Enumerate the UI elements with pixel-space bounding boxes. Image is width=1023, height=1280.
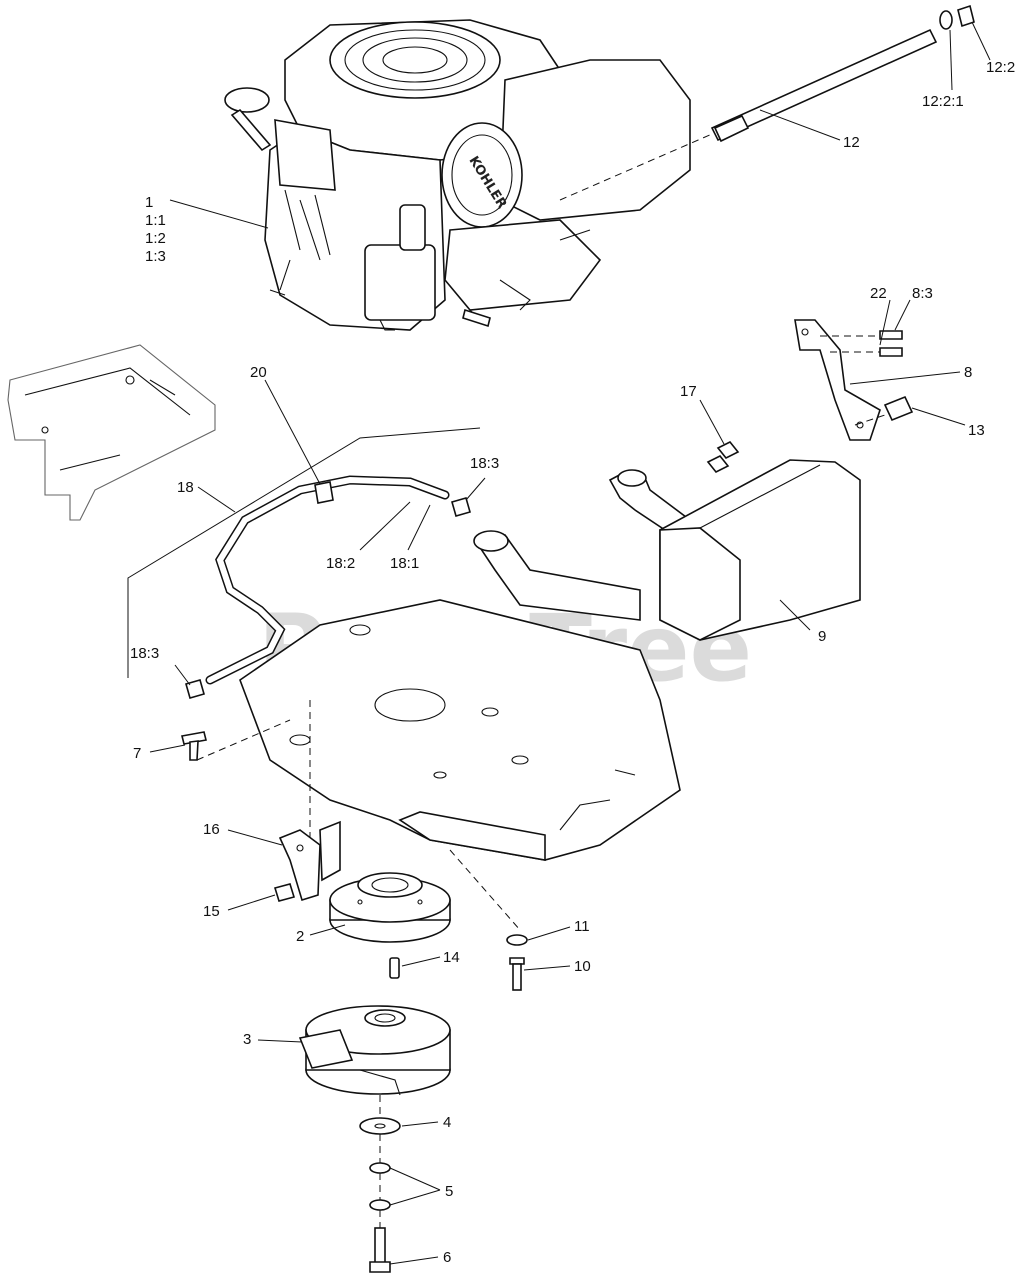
leader-lines	[149, 21, 991, 1265]
engine-deck-plate	[239, 599, 681, 861]
callout-1-line-2: 1:1	[145, 212, 166, 229]
callout-16: 16	[203, 821, 220, 838]
callout-17: 17	[680, 383, 697, 400]
bracket-16[interactable]	[278, 820, 341, 902]
bolt-6[interactable]	[369, 1227, 391, 1273]
callout-labels: 1 1:1 1:2 1:3 2 3 4 5 6 7 8 8:3 9 10 11 …	[130, 59, 1015, 1266]
callout-2: 2	[296, 928, 304, 945]
callout-1-line-3: 1:2	[145, 230, 166, 247]
callout-18-3-top: 18:3	[470, 455, 499, 472]
pulley-2[interactable]	[329, 872, 451, 943]
nut-15[interactable]	[273, 883, 296, 902]
clutch-3[interactable]	[298, 1005, 451, 1096]
callout-18: 18	[177, 479, 194, 496]
callout-8-3: 8:3	[912, 285, 933, 302]
callout-9: 9	[818, 628, 826, 645]
engine[interactable]: KOHLER	[224, 19, 691, 331]
bolt-8-3[interactable]	[879, 330, 903, 340]
callout-7: 7	[133, 745, 141, 762]
callout-13: 13	[968, 422, 985, 439]
callout-4: 4	[443, 1114, 451, 1131]
washer-5-lower[interactable]	[369, 1199, 391, 1211]
callout-1-line-4: 1:3	[145, 248, 166, 265]
ghost-bracket	[7, 344, 216, 521]
key-14[interactable]	[389, 957, 400, 979]
callout-6: 6	[443, 1249, 451, 1266]
washer-5-upper[interactable]	[369, 1162, 391, 1174]
callout-18-2: 18:2	[326, 555, 355, 572]
washer-4[interactable]	[359, 1117, 401, 1135]
fitting-18-3-bottom[interactable]	[185, 679, 205, 699]
callout-5: 5	[445, 1183, 453, 1200]
exhaust-bracket[interactable]	[794, 319, 881, 441]
nut-17[interactable]	[706, 440, 740, 474]
callout-8: 8	[964, 364, 972, 381]
callout-1-line-1: 1	[145, 194, 153, 211]
callout-10: 10	[574, 958, 591, 975]
callout-12: 12	[843, 134, 860, 151]
callout-3: 3	[243, 1031, 251, 1048]
bolt-13[interactable]	[883, 395, 914, 422]
callout-11: 11	[574, 918, 590, 935]
callout-18-1: 18:1	[390, 555, 419, 572]
callout-18-3-bottom: 18:3	[130, 645, 159, 662]
callout-12-2-1: 12:2:1	[922, 93, 964, 110]
bolt-10[interactable]	[509, 957, 525, 991]
bolt-22[interactable]	[879, 347, 903, 357]
muffler[interactable]	[473, 459, 861, 641]
clamp-20[interactable]	[314, 481, 334, 504]
callout-12-2: 12:2	[986, 59, 1015, 76]
callout-22: 22	[870, 285, 887, 302]
fitting-12-2-1[interactable]	[939, 10, 953, 30]
washer-11[interactable]	[506, 934, 528, 946]
callout-15: 15	[203, 903, 220, 920]
fuel-line[interactable]	[205, 475, 450, 685]
callout-20: 20	[250, 364, 267, 381]
bolt-7[interactable]	[181, 731, 207, 761]
fitting-18-3-top[interactable]	[451, 497, 471, 517]
fitting-12-2[interactable]	[957, 4, 975, 28]
callout-14: 14	[443, 949, 460, 966]
